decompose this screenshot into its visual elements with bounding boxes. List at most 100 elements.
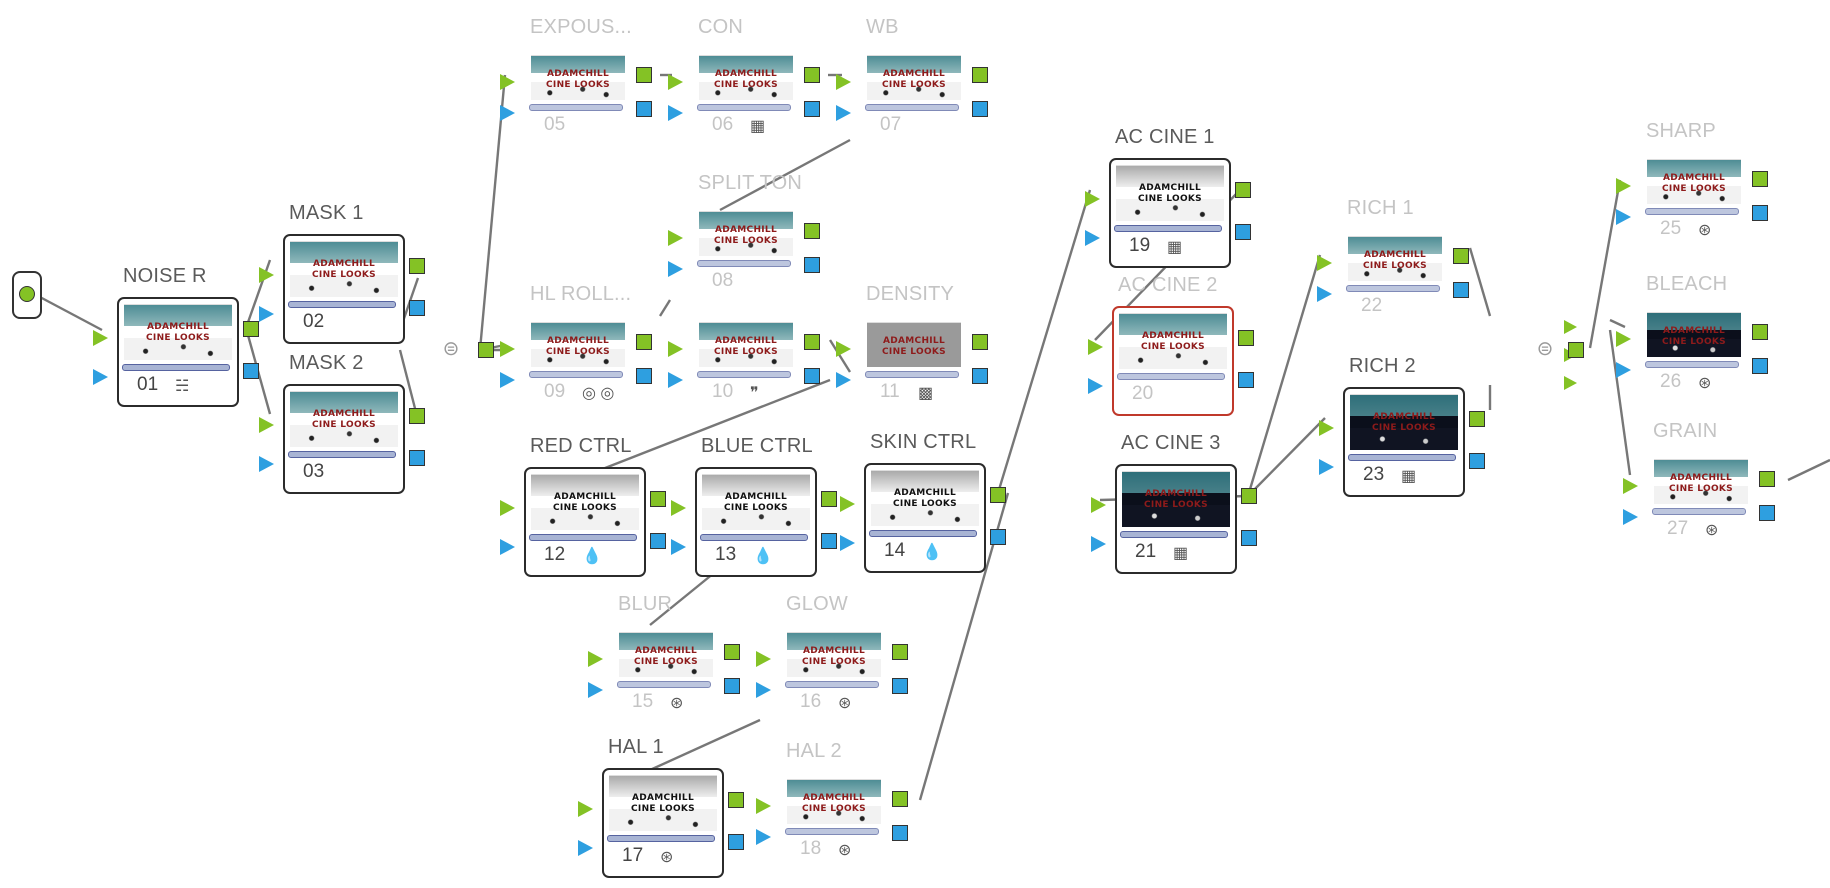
alpha-input-port[interactable] — [756, 829, 771, 845]
alpha-input-port[interactable] — [1317, 286, 1332, 302]
connection-wire[interactable] — [996, 189, 1092, 494]
connection-wire[interactable] — [1247, 417, 1326, 497]
connection-wire[interactable] — [649, 718, 761, 772]
connection-wire[interactable] — [1588, 179, 1622, 349]
alpha-output-port[interactable] — [972, 101, 988, 117]
alpha-input-port[interactable] — [259, 456, 274, 472]
alpha-output-port[interactable] — [892, 825, 908, 841]
alpha-output-port[interactable] — [1453, 282, 1469, 298]
alpha-output-port[interactable] — [804, 368, 820, 384]
connection-wire[interactable] — [1608, 329, 1632, 476]
alpha-input-port[interactable] — [1088, 378, 1103, 394]
rgb-output-port[interactable] — [728, 792, 744, 808]
connection-wire[interactable] — [1468, 247, 1492, 317]
alpha-input-port[interactable] — [259, 306, 274, 322]
rgb-input-port[interactable] — [588, 651, 603, 667]
alpha-input-port[interactable] — [668, 261, 683, 277]
rgb-input-port[interactable] — [500, 500, 515, 516]
alpha-output-port[interactable] — [821, 533, 837, 549]
rgb-output-port[interactable] — [636, 334, 652, 350]
alpha-output-port[interactable] — [243, 363, 259, 379]
rgb-input-port[interactable] — [668, 230, 683, 246]
alpha-output-port[interactable] — [724, 678, 740, 694]
rgb-input-port[interactable] — [668, 74, 683, 90]
rgb-input-port[interactable] — [1616, 178, 1631, 194]
mixer-output-port[interactable] — [1568, 342, 1584, 358]
source-input-node[interactable] — [12, 271, 42, 319]
alpha-output-port[interactable] — [1752, 358, 1768, 374]
rgb-output-port[interactable] — [724, 644, 740, 660]
alpha-input-port[interactable] — [500, 372, 515, 388]
connection-wire[interactable] — [1246, 254, 1322, 497]
rgb-output-port[interactable] — [892, 791, 908, 807]
alpha-input-port[interactable] — [578, 840, 593, 856]
alpha-input-port[interactable] — [1623, 509, 1638, 525]
rgb-input-port[interactable] — [578, 801, 593, 817]
rgb-input-port[interactable] — [836, 74, 851, 90]
rgb-output-port[interactable] — [972, 67, 988, 83]
rgb-output-port[interactable] — [1752, 324, 1768, 340]
rgb-input-port[interactable] — [1091, 497, 1106, 513]
layer-mixer-icon[interactable]: ⊜ — [442, 338, 460, 360]
alpha-input-port[interactable] — [1616, 362, 1631, 378]
mixer-output-port[interactable] — [478, 342, 494, 358]
alpha-output-port[interactable] — [650, 533, 666, 549]
alpha-input-port[interactable] — [668, 105, 683, 121]
rgb-input-port[interactable] — [1085, 191, 1100, 207]
alpha-input-port[interactable] — [1091, 536, 1106, 552]
layer-mixer-icon[interactable]: ⊜ — [1536, 338, 1554, 360]
rgb-output-port[interactable] — [804, 334, 820, 350]
alpha-output-port[interactable] — [1469, 453, 1485, 469]
rgb-input-port[interactable] — [756, 798, 771, 814]
alpha-output-port[interactable] — [990, 529, 1006, 545]
alpha-output-port[interactable] — [1241, 530, 1257, 546]
connection-wire[interactable] — [37, 294, 103, 332]
rgb-output-port[interactable] — [409, 408, 425, 424]
rgb-input-port[interactable] — [500, 74, 515, 90]
connection-wire[interactable] — [1609, 318, 1626, 329]
source-output-port[interactable] — [19, 286, 35, 302]
alpha-output-port[interactable] — [728, 834, 744, 850]
rgb-input-port[interactable] — [668, 341, 683, 357]
alpha-output-port[interactable] — [804, 101, 820, 117]
rgb-input-port[interactable] — [1616, 331, 1631, 347]
rgb-output-port[interactable] — [804, 223, 820, 239]
rgb-input-port[interactable] — [671, 500, 686, 516]
rgb-output-port[interactable] — [804, 67, 820, 83]
rgb-output-port[interactable] — [1752, 171, 1768, 187]
mixer-input-port[interactable] — [1564, 376, 1577, 390]
alpha-input-port[interactable] — [840, 535, 855, 551]
alpha-input-port[interactable] — [836, 105, 851, 121]
alpha-input-port[interactable] — [756, 682, 771, 698]
alpha-output-port[interactable] — [1759, 505, 1775, 521]
alpha-input-port[interactable] — [93, 369, 108, 385]
rgb-input-port[interactable] — [259, 267, 274, 283]
alpha-output-port[interactable] — [804, 257, 820, 273]
alpha-input-port[interactable] — [500, 105, 515, 121]
alpha-output-port[interactable] — [972, 368, 988, 384]
alpha-input-port[interactable] — [1085, 230, 1100, 246]
rgb-output-port[interactable] — [1238, 330, 1254, 346]
alpha-output-port[interactable] — [409, 450, 425, 466]
rgb-output-port[interactable] — [636, 67, 652, 83]
rgb-output-port[interactable] — [821, 491, 837, 507]
connection-wire[interactable] — [1787, 458, 1830, 482]
rgb-output-port[interactable] — [1241, 488, 1257, 504]
rgb-output-port[interactable] — [243, 321, 259, 337]
rgb-input-port[interactable] — [1319, 420, 1334, 436]
alpha-output-port[interactable] — [636, 368, 652, 384]
